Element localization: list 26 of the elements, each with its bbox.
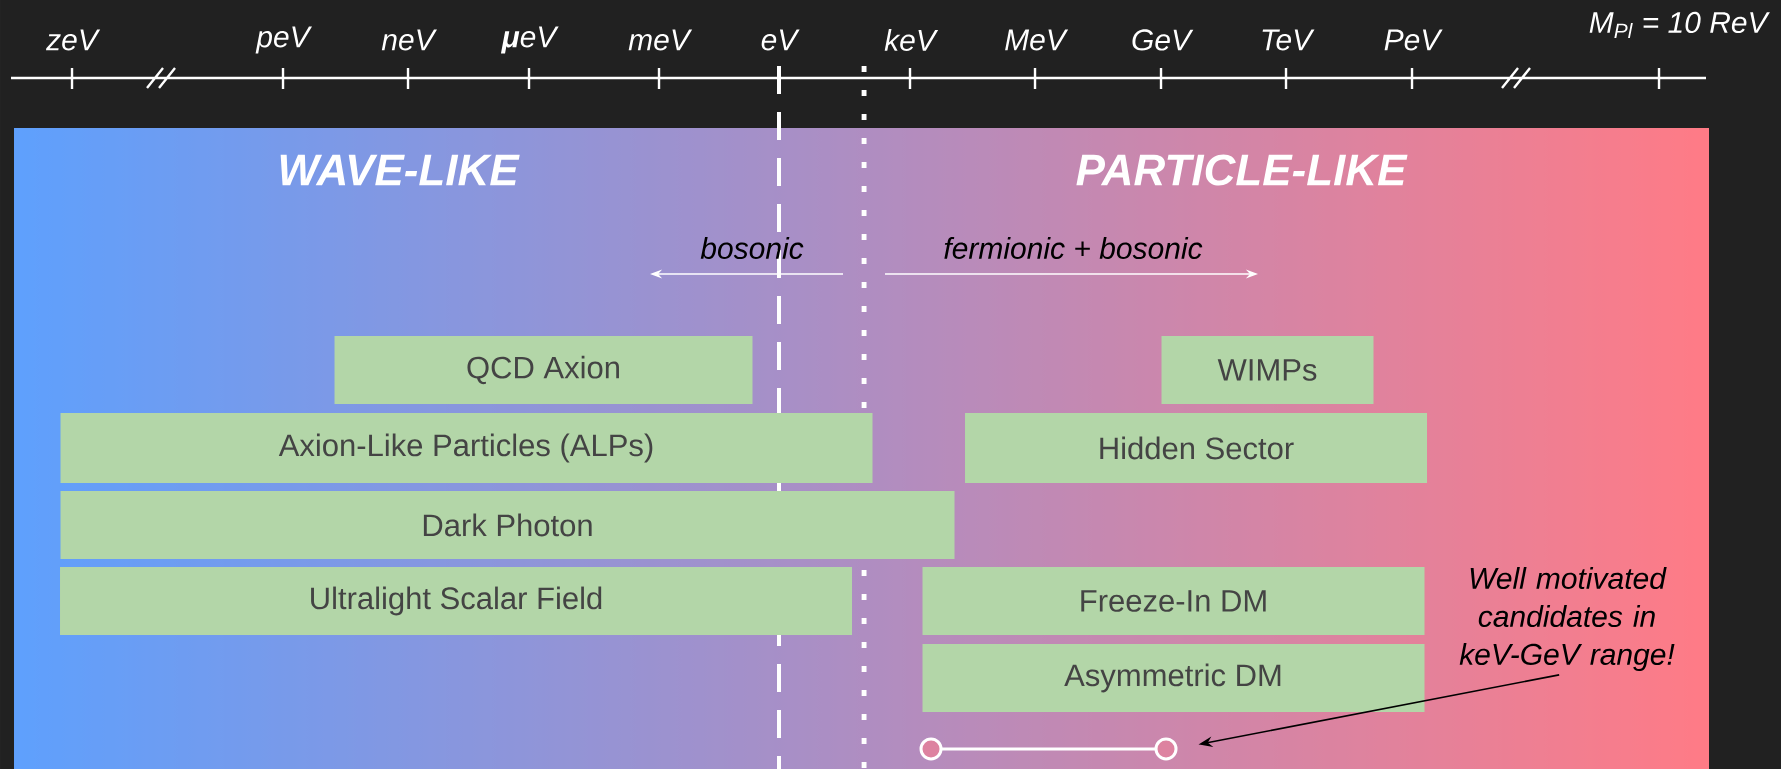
candidate-box: Freeze-In DM — [922, 567, 1425, 635]
region-heading: PARTICLE-LIKE — [1076, 154, 1408, 186]
tick-label: MeV — [1005, 29, 1069, 51]
tick-label: M$_{Pl}$ = 10 ReV — [1589, 11, 1770, 39]
candidate-box: Asymmetric DM — [922, 644, 1425, 712]
tick-label: zeV — [46, 29, 101, 51]
range-bar — [919, 737, 1178, 761]
tick-label: PeV — [1384, 29, 1443, 51]
tick-label: peV — [255, 26, 312, 54]
candidate-box: Ultralight Scalar Field — [60, 567, 852, 635]
tick-label: meV — [628, 29, 693, 51]
region-heading: WAVE-LIKE — [280, 154, 520, 186]
candidate-box: QCD Axion — [334, 336, 753, 404]
regime-label: bosonic — [700, 237, 804, 259]
tick-label: μeV — [500, 26, 559, 54]
callout-text: Well motivated candidates in keV-GeV range! — [1459, 567, 1675, 671]
candidate-box: Dark Photon — [60, 491, 955, 559]
tick-label: neV — [381, 29, 437, 51]
candidate-box: Hidden Sector — [965, 413, 1427, 483]
tick-label: keV — [884, 29, 939, 51]
regime-label: fermionic + bosonic — [944, 237, 1203, 259]
tick-label: eV — [761, 29, 800, 51]
tick-label: GeV — [1132, 29, 1194, 51]
candidate-box: Axion-Like Particles (ALPs) — [60, 413, 873, 483]
tick-label: TeV — [1262, 29, 1315, 51]
candidate-box: WIMPs — [1161, 336, 1374, 404]
